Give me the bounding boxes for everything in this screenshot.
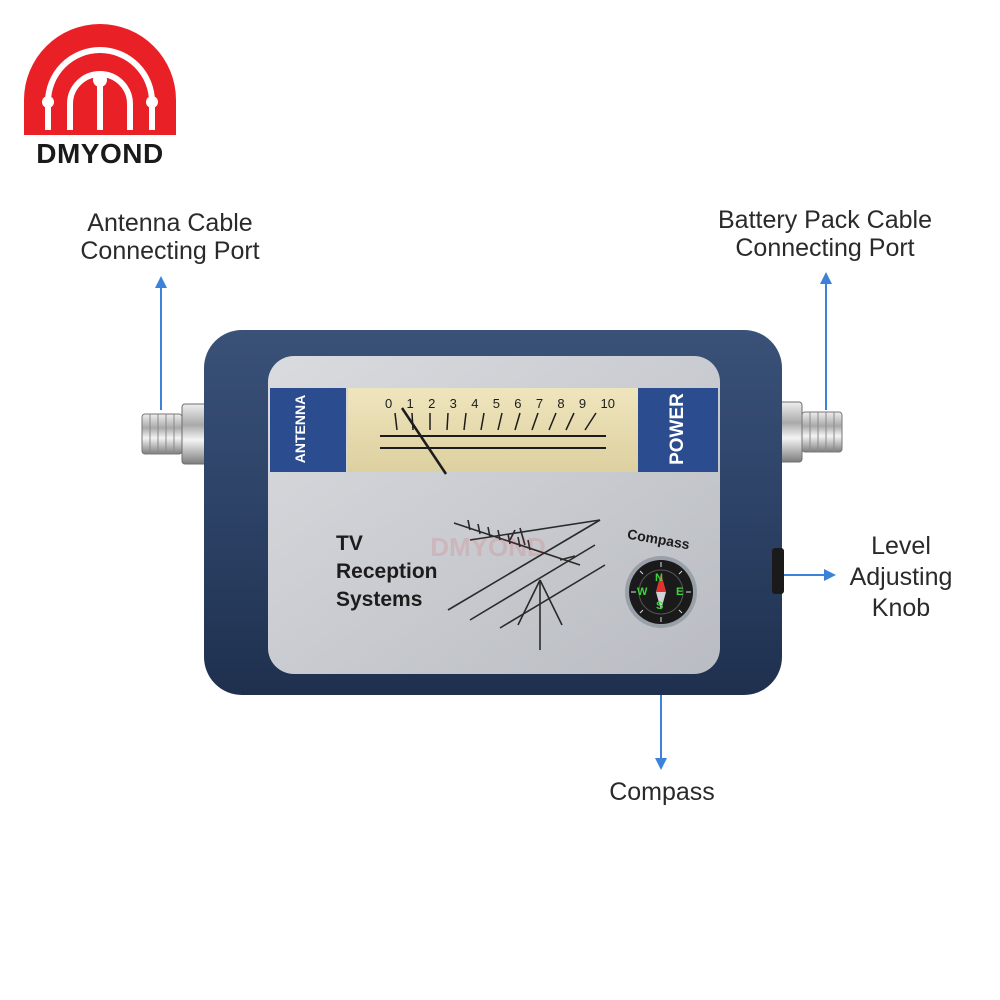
meter-number: 8 [557, 396, 565, 411]
product-title-line: Systems [336, 588, 423, 611]
antenna-label-block [270, 388, 346, 472]
callout-line: Adjusting [849, 563, 953, 591]
callout-line: Antenna Cable [87, 209, 253, 237]
level-knob-callout: Level Adjusting Knob [836, 531, 966, 624]
meter-number: 4 [471, 396, 479, 411]
antenna-drawing-icon [447, 519, 606, 650]
meter-number: 6 [514, 396, 522, 411]
compass-dial-icon [625, 556, 697, 628]
callout-line: Compass [609, 778, 715, 806]
antenna-label: ANTENNA [292, 394, 308, 464]
product-title-line: Reception [336, 560, 438, 583]
callout-line: Knob [871, 594, 931, 622]
compass-callout: Compass [590, 778, 734, 806]
callout-line: Connecting Port [735, 234, 915, 262]
meter-number: 0 [385, 396, 393, 411]
compass-letter-s: S [656, 600, 664, 612]
meter-number: 7 [535, 396, 544, 411]
meter-number: 2 [428, 396, 436, 411]
power-label: POWER [667, 393, 688, 465]
watermark-text: DMYOND [430, 532, 546, 562]
power-label-block [638, 388, 718, 472]
callout-line: Connecting Port [80, 237, 260, 265]
callout-line: Battery Pack Cable [718, 206, 932, 234]
level-knob[interactable] [772, 548, 784, 594]
meter-scale-numbers: 0 1 2 3 4 5 6 7 8 9 10 [385, 396, 615, 412]
product-title: TV Reception Systems [336, 530, 438, 614]
f-connector-icon [141, 403, 209, 465]
brand-name: DMYOND [36, 138, 164, 169]
brand-logo-icon [24, 24, 176, 135]
meter-number: 9 [578, 396, 587, 411]
meter-ticks [394, 412, 597, 431]
meter-number: 5 [492, 396, 500, 411]
meter-number: 1 [406, 396, 414, 411]
meter-needle [400, 407, 448, 475]
antenna-port-callout: Antenna Cable Connecting Port [55, 209, 285, 265]
callout-line: Level [871, 532, 931, 560]
product-title-line: TV [336, 532, 363, 555]
meter-number: 10 [600, 396, 615, 411]
f-connector-icon [775, 401, 843, 463]
meter-number: 3 [449, 396, 457, 411]
compass-letter-e: E [676, 586, 684, 598]
battery-port-callout: Battery Pack Cable Connecting Port [690, 206, 960, 262]
compass-letter-n: N [655, 572, 663, 584]
compass-letter-w: W [637, 586, 648, 598]
